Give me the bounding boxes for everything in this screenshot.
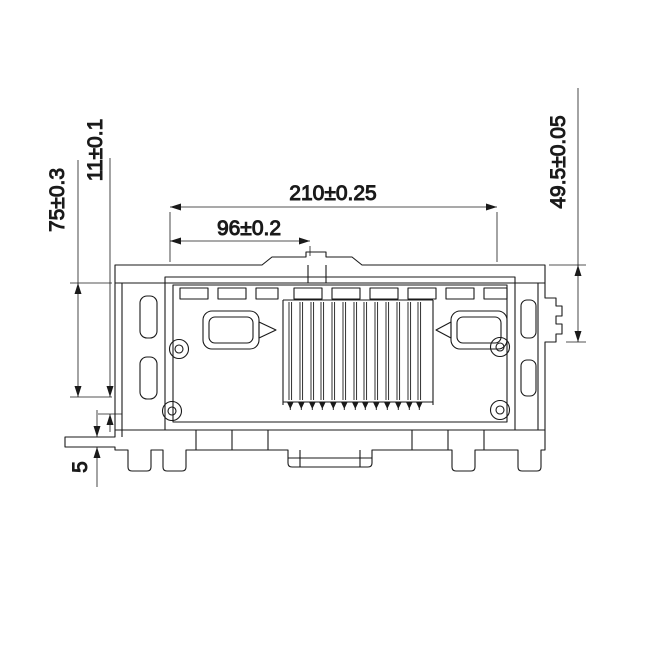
dimension-96: 96±0.2 xyxy=(170,217,311,256)
dimension-210: 210±0.25 xyxy=(169,182,498,262)
keying-blocks xyxy=(202,310,508,350)
dimension-96-text: 96±0.2 xyxy=(217,217,281,240)
dimension-5-text: 5 xyxy=(69,461,92,473)
dimension-210-text: 210±0.25 xyxy=(289,182,376,205)
top-ribs xyxy=(179,287,508,300)
dimensions: 210±0.25 96±0.2 75±0.3 11±0.1 xyxy=(46,88,586,487)
bottom-band xyxy=(115,429,545,467)
side-slots xyxy=(139,295,537,400)
contact-pins xyxy=(282,299,434,411)
dimension-75: 75±0.3 xyxy=(46,160,112,398)
dimension-11: 11±0.1 xyxy=(84,118,122,432)
part-outline xyxy=(64,251,563,472)
dimension-75-text: 75±0.3 xyxy=(46,168,69,232)
dimension-5: 5 xyxy=(69,410,101,487)
part-view xyxy=(64,251,563,472)
dimension-49-5: 49.5±0.05 xyxy=(547,88,586,343)
mounting-holes xyxy=(161,336,511,422)
flange-lines xyxy=(115,265,545,437)
dimension-11-text: 11±0.1 xyxy=(84,119,107,182)
dimension-49-5-text: 49.5±0.05 xyxy=(547,115,570,208)
